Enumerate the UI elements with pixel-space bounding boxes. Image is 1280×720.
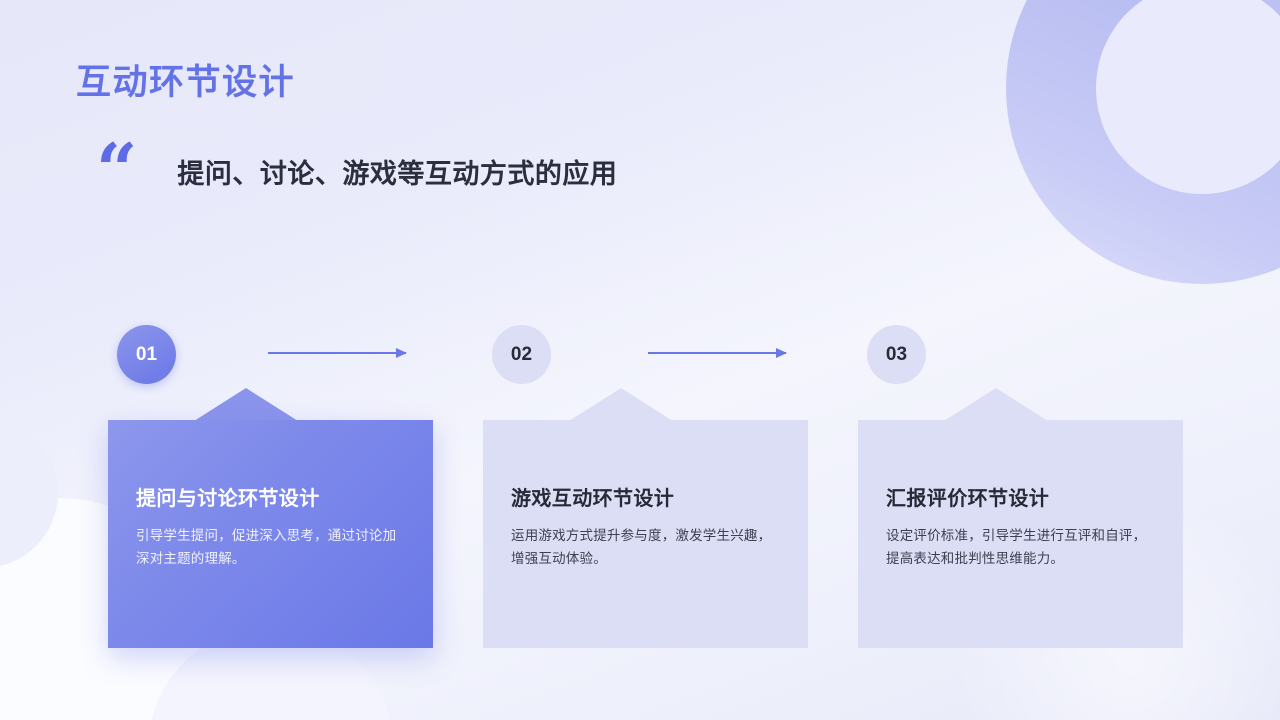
subtitle-block: “ 提问、讨论、游戏等互动方式的应用 <box>96 127 618 212</box>
card-peak-shape <box>944 388 1048 421</box>
arrow-step2-to-step3 <box>648 348 787 358</box>
step-number-badge: 03 <box>867 325 926 384</box>
page-title: 互动环节设计 <box>76 63 296 102</box>
step-card-description: 运用游戏方式提升参与度，激发学生兴趣，增强互动体验。 <box>511 528 772 567</box>
arrow-line <box>268 352 406 354</box>
arrow-line <box>648 352 786 354</box>
step-card[interactable]: 游戏互动环节设计 运用游戏方式提升参与度，激发学生兴趣，增强互动体验。 <box>483 420 808 648</box>
step-number-badge: 02 <box>492 325 551 384</box>
arrow-head-icon <box>776 348 787 358</box>
step-card-description: 引导学生提问，促进深入思考，通过讨论加深对主题的理解。 <box>136 528 397 567</box>
arrow-step1-to-step2 <box>268 348 407 358</box>
step-card-title: 提问与讨论环节设计 <box>136 488 320 510</box>
step-card[interactable]: 汇报评价环节设计 设定评价标准，引导学生进行互评和自评，提高表达和批判性思维能力… <box>858 420 1183 648</box>
card-peak-shape <box>194 388 298 421</box>
step-card-description: 设定评价标准，引导学生进行互评和自评，提高表达和批判性思维能力。 <box>886 528 1147 567</box>
quote-open-icon: “ <box>96 127 138 212</box>
step-card-title: 汇报评价环节设计 <box>886 488 1050 510</box>
step-card-title: 游戏互动环节设计 <box>511 488 675 510</box>
card-peak-shape <box>569 388 673 421</box>
step-number-badge: 01 <box>117 325 176 384</box>
subtitle-text: 提问、讨论、游戏等互动方式的应用 <box>177 159 618 189</box>
arrow-head-icon <box>396 348 407 358</box>
step-card[interactable]: 提问与讨论环节设计 引导学生提问，促进深入思考，通过讨论加深对主题的理解。 <box>108 420 433 648</box>
